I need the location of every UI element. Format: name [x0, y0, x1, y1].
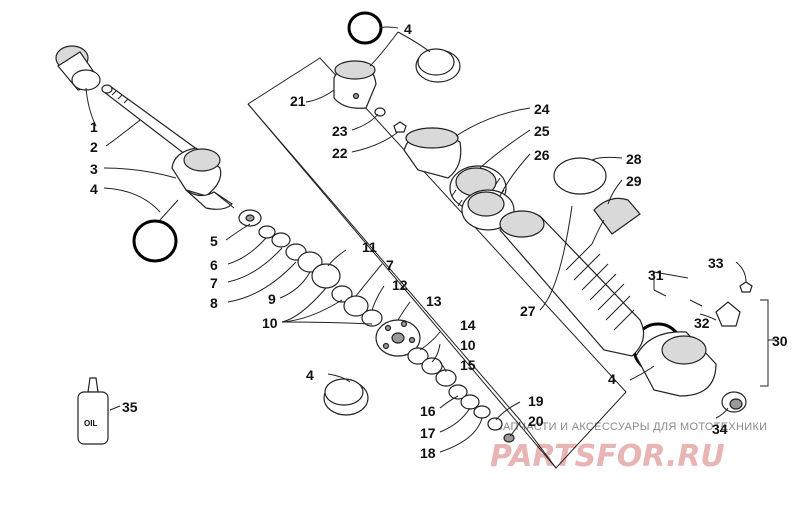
callout-9: 9: [268, 291, 276, 307]
callout-10-right: 10: [460, 337, 476, 353]
callout-7-left: 7: [210, 275, 218, 291]
part-base-assembly: [635, 331, 717, 397]
oil-label: OIL: [84, 419, 97, 428]
watermark: ЗАПЧАСТИ И АКСЕССУАРЫ ДЛЯ МОТОТЕХНИКИ PA…: [490, 421, 767, 474]
callout-19: 19: [528, 393, 544, 409]
o-ring-left: [132, 219, 178, 263]
callout-21: 21: [290, 93, 306, 109]
callout-33: 33: [708, 255, 724, 271]
part-collar: [403, 127, 462, 179]
callout-28: 28: [626, 151, 642, 167]
callout-30: 30: [772, 333, 788, 349]
watermark-logo: PARTSFOR.RU: [490, 439, 725, 474]
assembly-outline: [247, 57, 627, 469]
part-o-ring-small: [374, 107, 386, 117]
watermark-caption: ЗАПЧАСТИ И АКСЕССУАРЫ ДЛЯ МОТОТЕХНИКИ: [496, 421, 767, 433]
leader-lines: [85, 26, 776, 453]
callout-1: 1: [90, 119, 98, 135]
part-sleeve-top: [415, 48, 461, 83]
part-shock-body: [499, 210, 645, 357]
callout-34: 34: [712, 421, 728, 437]
part-sleeve-bottom: [323, 378, 369, 416]
callout-5: 5: [210, 233, 218, 249]
callout-27: 27: [520, 303, 536, 319]
part-shaft: [101, 84, 199, 159]
part-eyelet-cap: [55, 45, 101, 91]
part-eyelet-bushing: [721, 391, 747, 413]
callout-24: 24: [534, 101, 550, 117]
callout-4-top: 4: [404, 21, 412, 37]
callout-6: 6: [210, 257, 218, 273]
callout-16: 16: [420, 403, 436, 419]
part-valve-body: [333, 60, 377, 109]
callout-labels: 1 2 3 4 5 6 7 8 9 10 11 7 12 13 14 10 15…: [90, 21, 788, 461]
callout-15: 15: [460, 357, 476, 373]
callout-26: 26: [534, 147, 550, 163]
callout-31: 31: [648, 267, 664, 283]
part-oil-bottle: OIL: [77, 377, 109, 445]
callout-35: 35: [122, 399, 138, 415]
part-clip-29: [593, 197, 641, 235]
callout-4-right: 4: [608, 371, 616, 387]
callout-10-left: 10: [262, 315, 278, 331]
callout-18: 18: [420, 445, 436, 461]
callout-4-bottom: 4: [306, 367, 314, 383]
o-ring-top: [347, 11, 383, 45]
callout-32: 32: [694, 315, 710, 331]
callout-25: 25: [534, 123, 550, 139]
callout-2: 2: [90, 139, 98, 155]
callout-23: 23: [332, 123, 348, 139]
part-ring-28: [553, 157, 607, 195]
part-washer-stack: [238, 209, 515, 443]
callout-8: 8: [210, 295, 218, 311]
callout-12: 12: [392, 277, 408, 293]
part-seal-head: [171, 147, 235, 210]
callout-20: 20: [528, 413, 544, 429]
callout-4-left: 4: [90, 181, 98, 197]
callout-7-right: 7: [386, 257, 394, 273]
assembly-outline-close: [247, 103, 557, 469]
callout-22: 22: [332, 145, 348, 161]
callout-11: 11: [362, 239, 377, 255]
callout-17: 17: [420, 425, 436, 441]
part-valve-plug: [393, 121, 407, 133]
callout-13: 13: [426, 293, 442, 309]
part-bleed-valve: [689, 281, 753, 327]
callout-29: 29: [626, 173, 642, 189]
callout-3: 3: [90, 161, 98, 177]
callout-14: 14: [460, 317, 476, 333]
